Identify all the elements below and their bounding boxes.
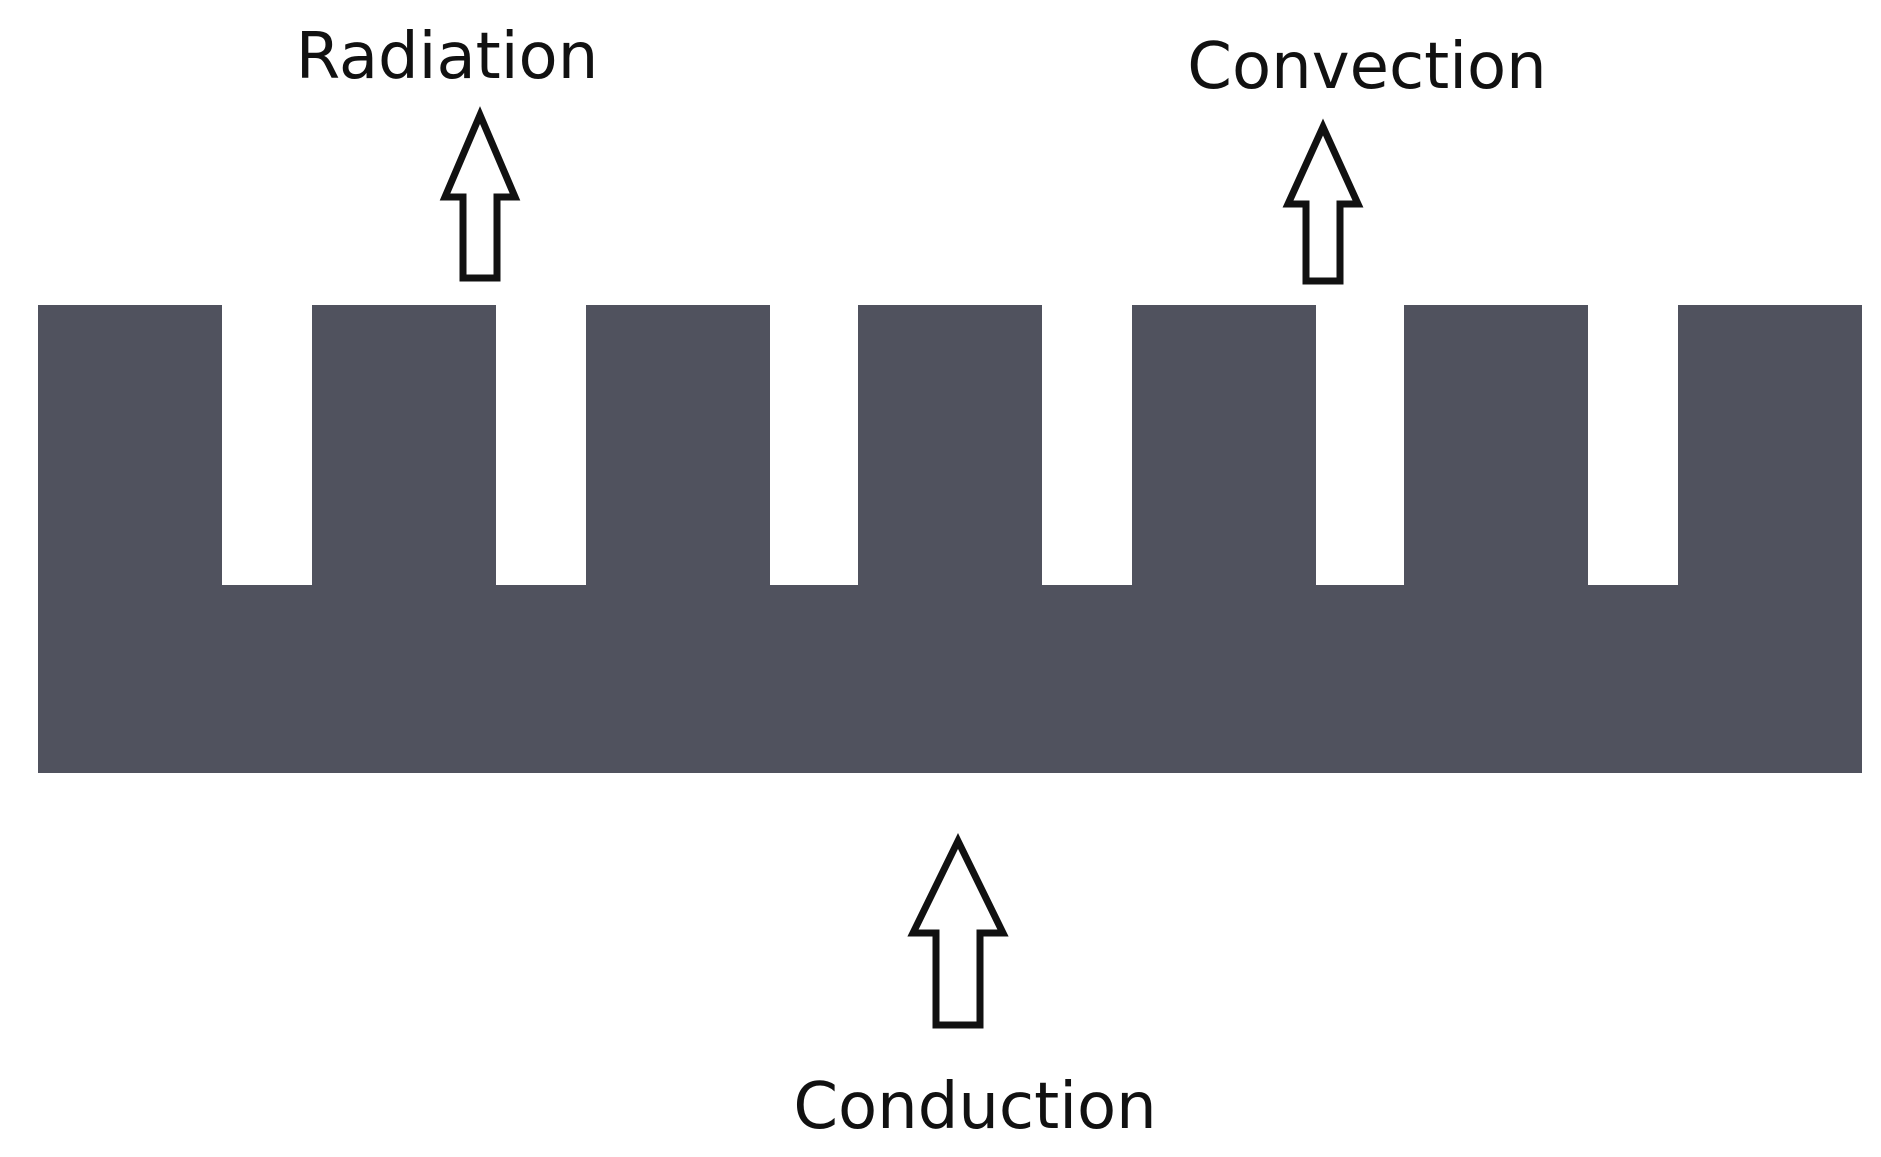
radiation-arrow-icon xyxy=(439,106,521,282)
convection-label: Convection xyxy=(1187,30,1546,104)
conduction-label: Conduction xyxy=(793,1070,1156,1144)
radiation-label: Radiation xyxy=(296,20,599,94)
conduction-arrow-icon xyxy=(907,833,1009,1029)
heat-sink xyxy=(38,305,1862,773)
convection-arrow-icon xyxy=(1282,118,1364,285)
